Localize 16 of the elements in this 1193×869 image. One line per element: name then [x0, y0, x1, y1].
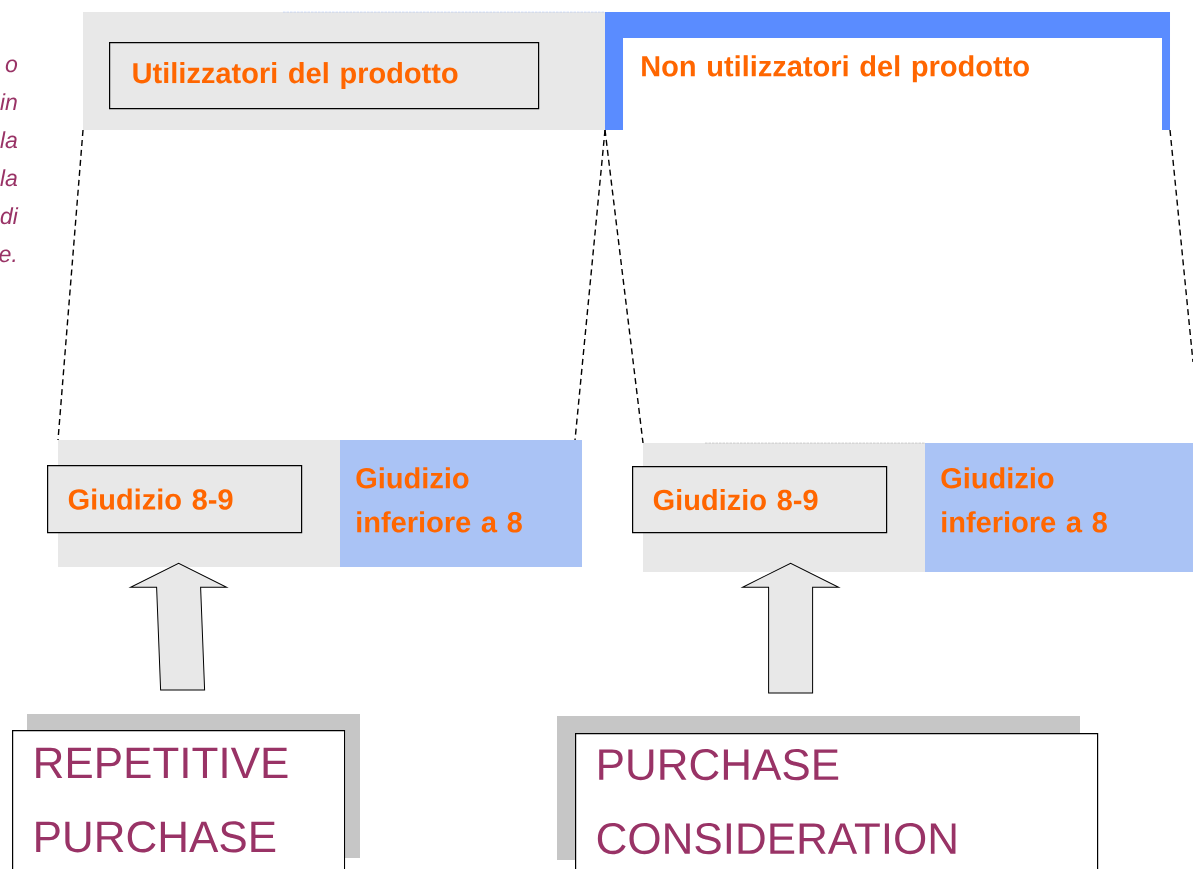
text-fragment: e. — [0, 249, 15, 263]
text-fragment: la — [0, 131, 18, 149]
text-fragment: di — [0, 207, 19, 225]
label-box: Giudizio 8-9 — [47, 465, 303, 534]
text-fragment: la — [0, 169, 18, 187]
text-box: PURCHASE CONSIDERATION — [575, 733, 1099, 869]
text-box: REPETITIVE PURCHASE — [12, 730, 346, 869]
heading-text: Giudizio inferiore a 8 — [941, 467, 1107, 533]
heading-text: Non utilizzatori del prodotto — [642, 55, 1029, 83]
text-fragment: in — [0, 93, 17, 110]
block-arrow — [130, 562, 228, 691]
block-arrow — [742, 562, 840, 694]
heading-text: Giudizio inferiore a 8 — [356, 467, 522, 533]
text-fragment: o — [5, 59, 18, 73]
label-box: Giudizio 8-9 — [632, 466, 888, 534]
label-box: Utilizzatori del prodotto — [109, 42, 540, 110]
